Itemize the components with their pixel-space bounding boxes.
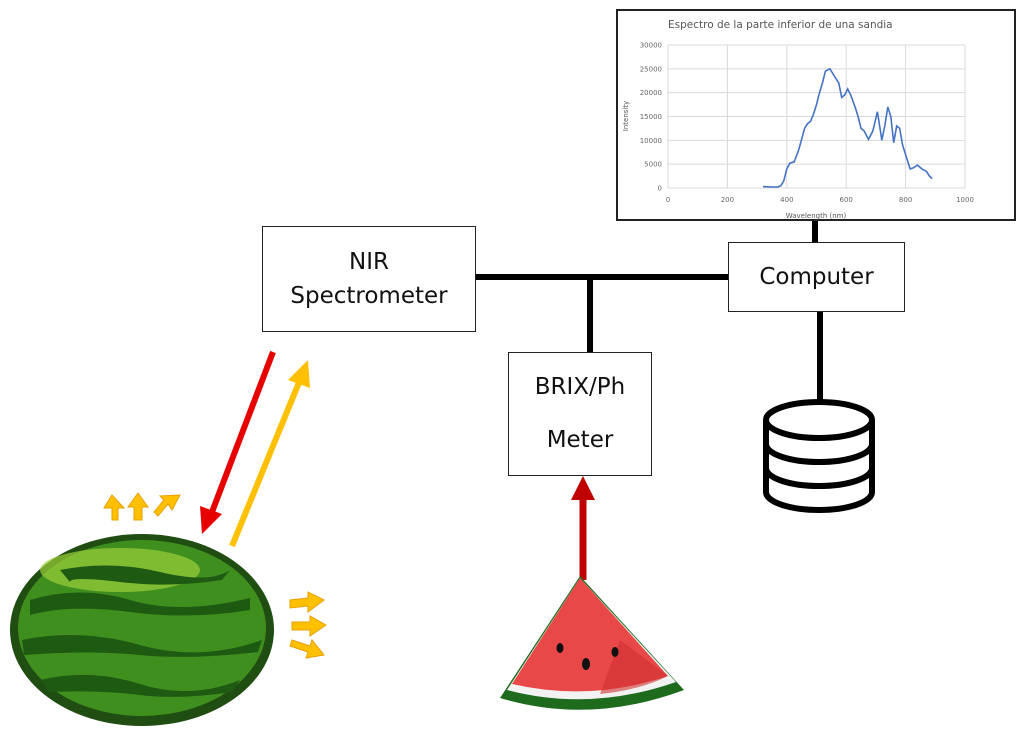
chart-title: Espectro de la parte inferior de una san… [668,19,893,31]
meter-label-2: Meter [546,427,614,453]
series-line [762,67,933,188]
x-tick-label: 0 [666,196,670,204]
chart-xlabel: Wavelength (nm) [786,212,847,220]
y-tick-label: 0 [658,185,662,193]
y-tick-label: 30000 [640,42,662,50]
computer-label: Computer [759,263,874,290]
watermelon-slice-image [500,576,684,710]
brix-ph-meter-box: BRIX/Ph Meter [508,352,652,476]
watermelon-image [10,534,274,726]
spectrometer-label-1: NIR [349,248,389,275]
x-tick-label: 400 [780,196,793,204]
x-tick-label: 800 [899,196,912,204]
x-tick-label: 1000 [956,196,974,204]
meter-label-1: BRIX/Ph [534,374,626,401]
incident-light-arrow [200,350,276,534]
y-tick-label: 5000 [644,161,662,169]
y-tick-label: 20000 [640,89,662,97]
computer-box: Computer [728,242,905,312]
chart-ylabel: Intensity [622,101,630,131]
y-tick-label: 15000 [640,113,662,121]
nir-spectrometer-box: NIR Spectrometer [262,226,476,332]
reflected-light-arrow [229,360,310,548]
x-tick-label: 600 [840,196,853,204]
database-icon [763,399,875,513]
x-tick-label: 200 [721,196,734,204]
scatter-arrows [103,492,327,659]
y-tick-label: 10000 [640,137,662,145]
spectrum-chart: Espectro de la parte inferior de una san… [616,9,1016,221]
spectrometer-label-2: Spectrometer [290,283,448,309]
y-tick-label: 25000 [640,65,662,73]
sample-arrow [571,476,595,580]
